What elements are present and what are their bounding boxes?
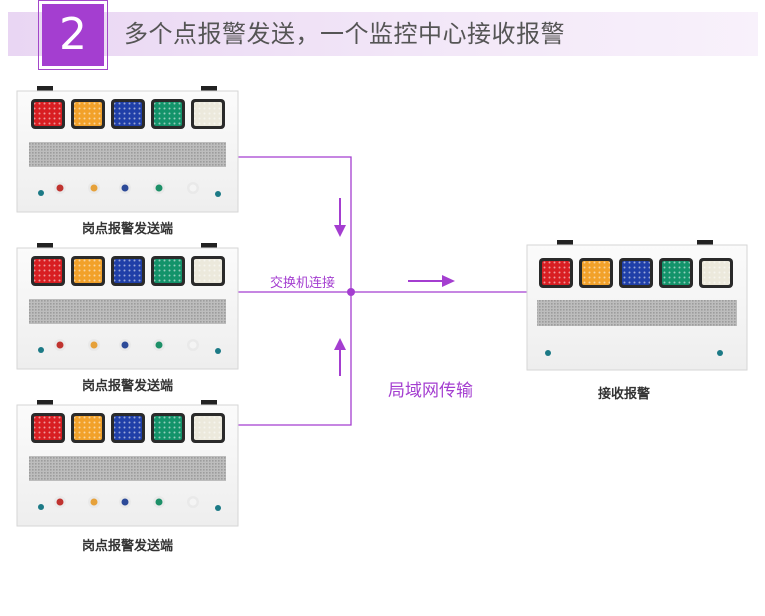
sender-label-2: 岗点报警发送端 — [82, 379, 174, 394]
arrow-up — [334, 338, 346, 376]
switch-label: 交换机连接 — [270, 276, 336, 291]
step-number-badge: 2 — [42, 4, 104, 66]
network-label: 局域网传输 — [388, 381, 473, 401]
header-banner — [8, 12, 758, 56]
switch-node — [347, 288, 355, 296]
arrow-right — [408, 275, 455, 287]
arrow-down — [334, 198, 346, 237]
sender-panel-1 — [16, 86, 239, 213]
lamp-row — [539, 258, 733, 288]
sender-panel-2 — [16, 243, 239, 370]
speaker-grill — [29, 299, 226, 324]
receiver-panel — [526, 240, 748, 371]
connection-lines — [238, 156, 527, 426]
lamp-row — [31, 256, 225, 286]
step-badge-frame — [38, 0, 108, 70]
button-row — [38, 182, 221, 197]
sender-panel-3 — [16, 400, 239, 527]
button-row — [38, 339, 221, 354]
line-sender-3 — [238, 292, 352, 426]
page-title: 多个点报警发送，一个监控中心接收报警 — [124, 20, 565, 48]
speaker-grill — [29, 142, 226, 167]
button-row — [38, 496, 221, 511]
receiver-label: 接收报警 — [598, 387, 651, 402]
flow-arrows — [334, 198, 455, 376]
speaker-grill — [537, 300, 737, 326]
speaker-grill — [29, 456, 226, 481]
lamp-row — [31, 99, 225, 129]
line-sender-1 — [238, 156, 352, 292]
sender-label-1: 岗点报警发送端 — [82, 222, 174, 237]
sender-label-3: 岗点报警发送端 — [82, 539, 174, 554]
lamp-row — [31, 413, 225, 443]
